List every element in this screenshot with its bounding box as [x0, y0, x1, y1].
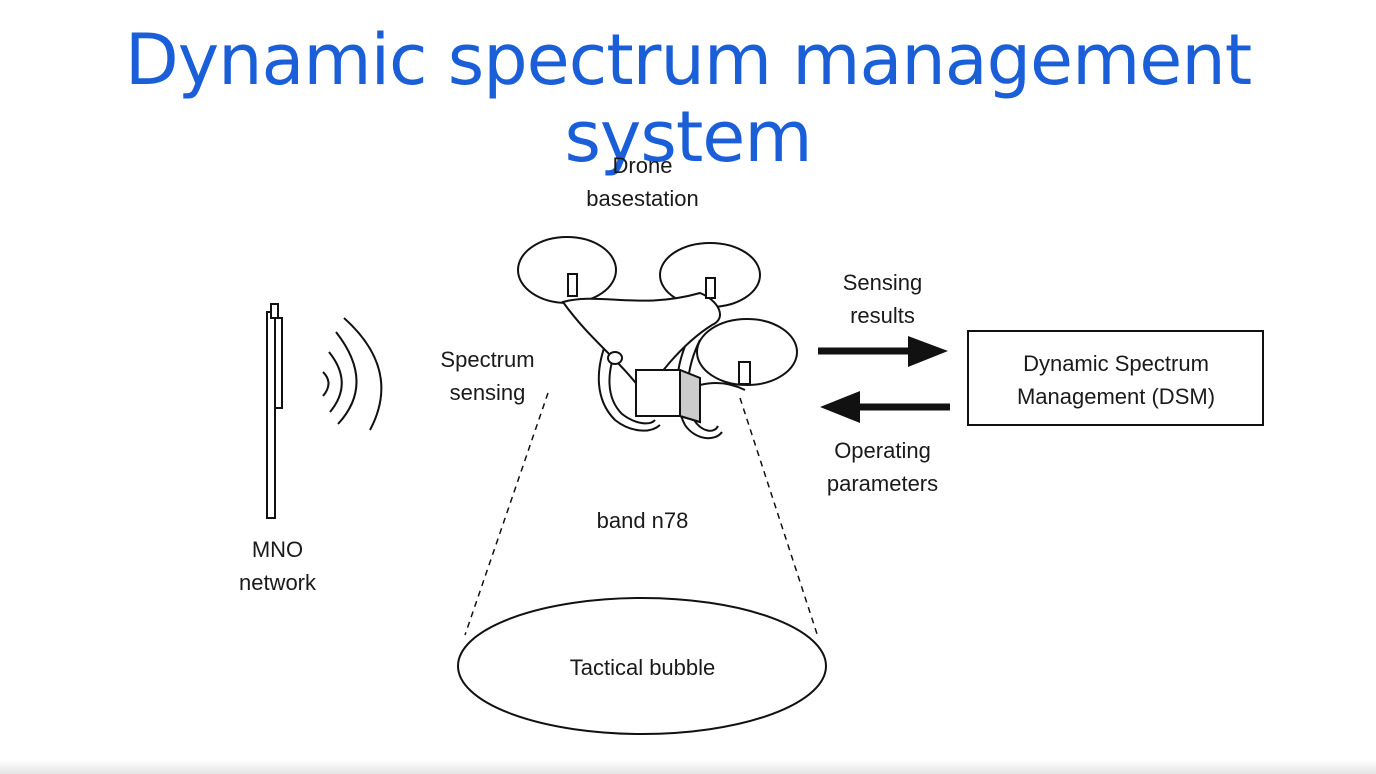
drone-icon	[517, 236, 798, 440]
antenna-tower-icon	[266, 303, 283, 519]
dsm-box	[967, 330, 1264, 426]
arrow-right-icon	[818, 336, 948, 367]
tactical-bubble-label: Tactical bubble	[569, 655, 716, 680]
mno-network-label: MNO network	[238, 537, 317, 595]
band-label: band n78	[596, 508, 689, 533]
sensing-results-label: Sensing results	[842, 270, 923, 328]
drone-basestation-label: Drone basestation	[586, 153, 699, 211]
spectrum-sensing-label: Spectrum sensing	[440, 347, 535, 405]
slide-title: Dynamic spectrum management system	[124, 19, 1252, 178]
arrow-left-icon	[820, 391, 950, 423]
operating-parameters-label: Operating parameters	[826, 438, 939, 496]
sensing-cone	[464, 392, 819, 638]
tactical-bubble-ellipse	[457, 597, 827, 735]
dsm-label: Dynamic Spectrum Management (DSM)	[1016, 351, 1216, 409]
bottom-band	[0, 760, 1376, 774]
radio-waves-icon	[322, 317, 383, 431]
